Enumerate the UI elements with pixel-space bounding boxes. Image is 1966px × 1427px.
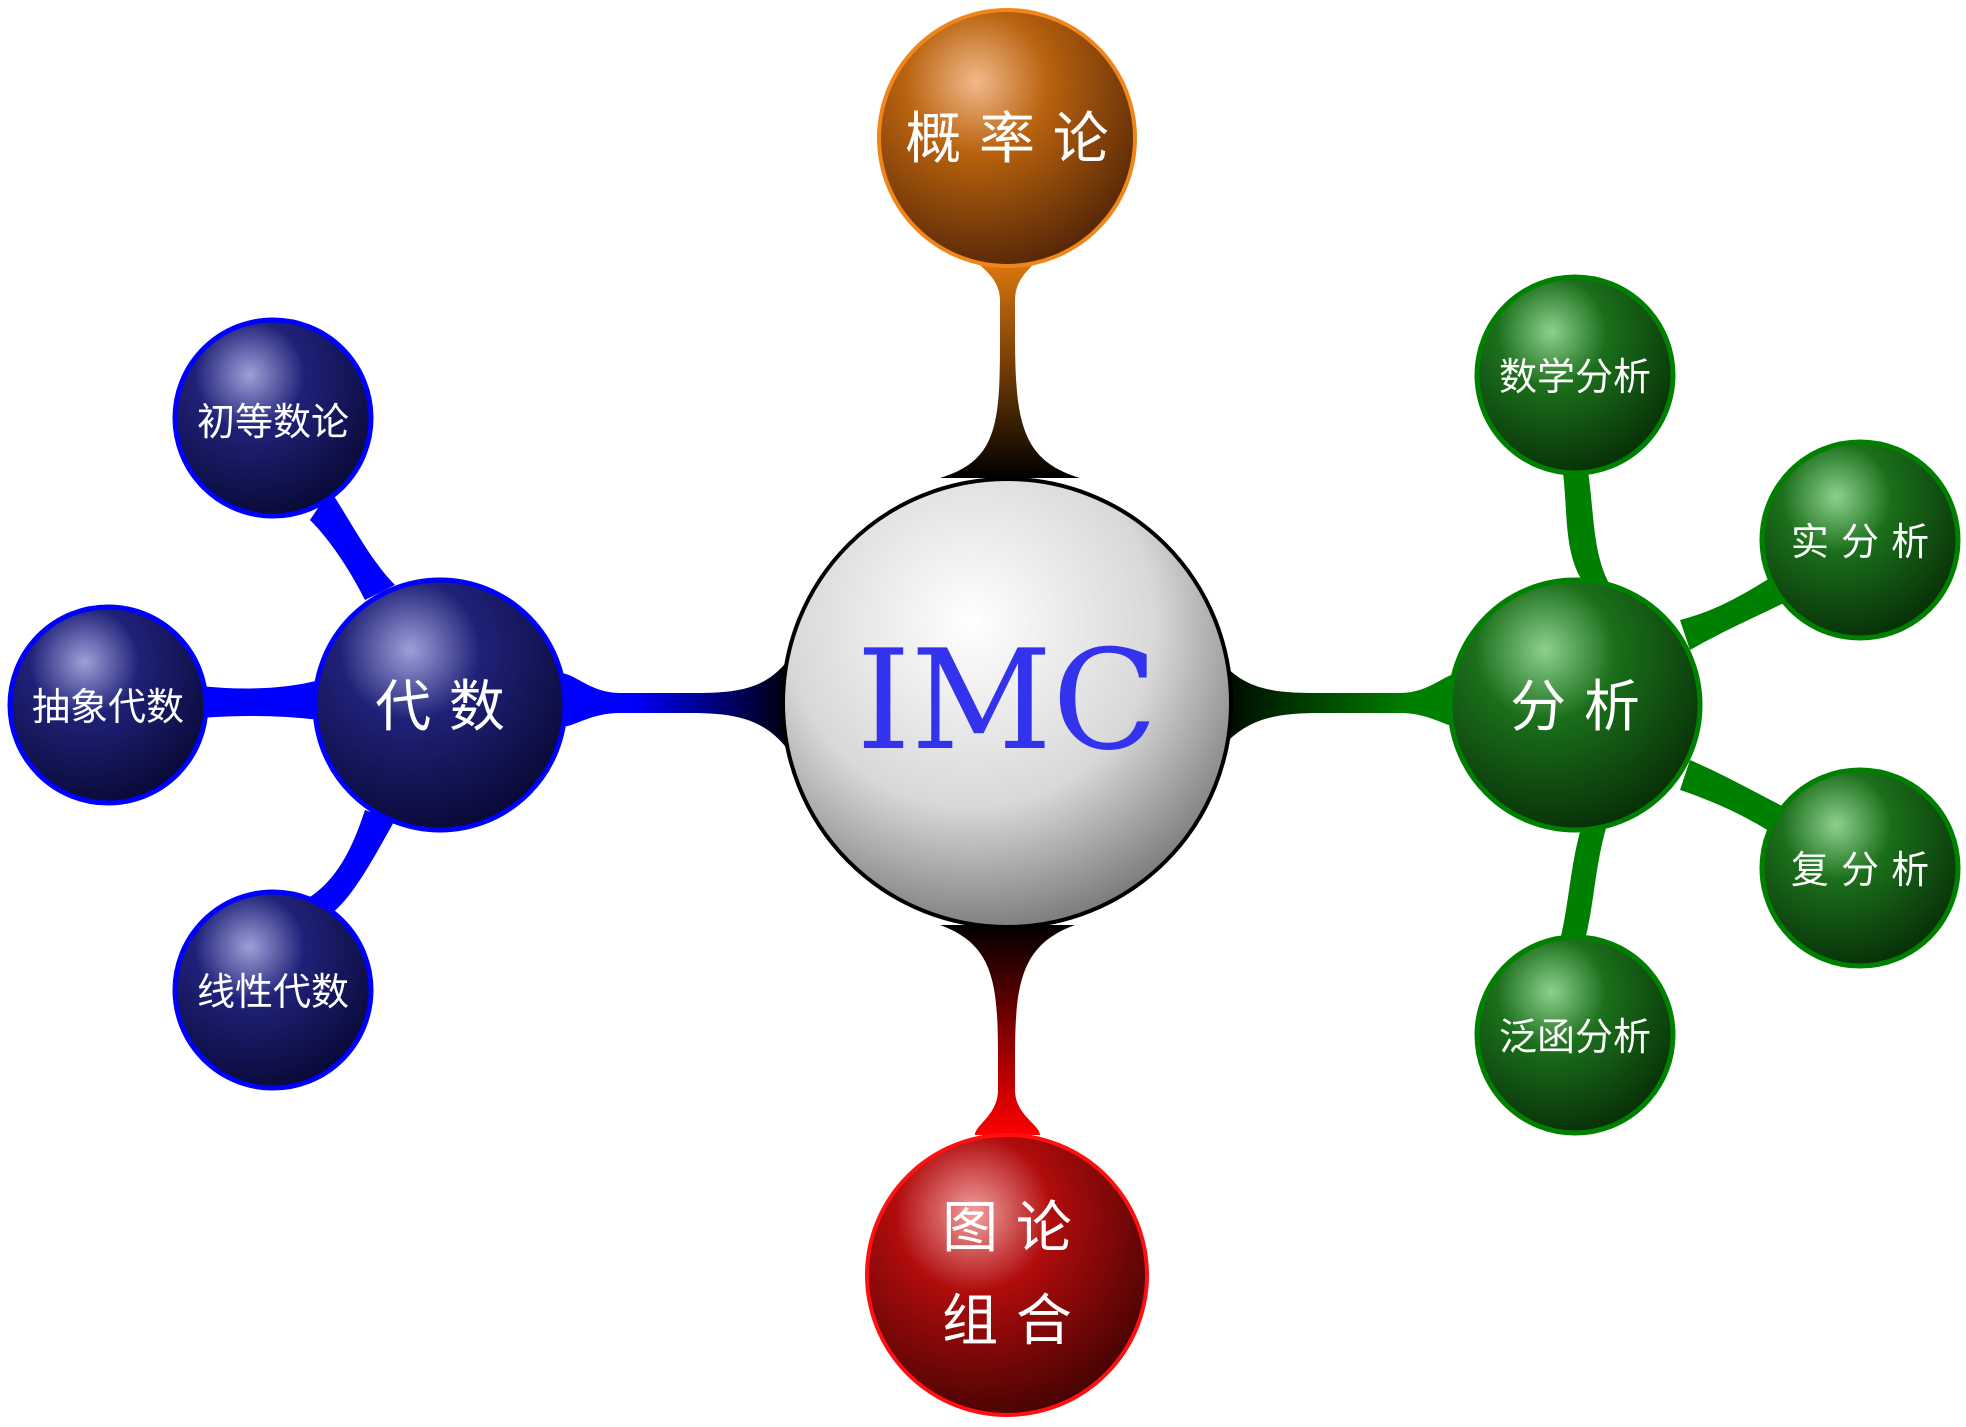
real-analysis-sphere (1759, 439, 1961, 641)
center-label: IMC (856, 620, 1157, 781)
probability-sphere (877, 8, 1137, 268)
real-analysis-label: 实 分 析 (1791, 520, 1929, 564)
analysis-sphere (1447, 577, 1703, 833)
combinatorics-label: 组 合 (942, 1289, 1072, 1354)
connector-math-analysis (1560, 455, 1610, 585)
connector-algebra (560, 650, 795, 760)
graph-sphere (865, 1133, 1149, 1417)
node-algebra[interactable]: 代 数 (312, 577, 568, 833)
node-functional-analysis[interactable]: 泛函分析 (1474, 934, 1676, 1136)
node-analysis[interactable]: 分 析 (1447, 577, 1703, 833)
node-real-analysis[interactable]: 实 分 析 (1759, 439, 1961, 641)
linear-algebra-sphere (172, 889, 374, 1091)
connector-abstract-algebra (200, 680, 320, 720)
math-analysis-sphere (1474, 274, 1676, 476)
connector-complex-analysis (1680, 760, 1790, 835)
abstract-algebra-label: 抽象代数 (32, 685, 184, 729)
node-graph-combinatorics[interactable]: 图 论 组 合 (865, 1133, 1149, 1417)
algebra-sphere (312, 577, 568, 833)
center-node[interactable]: IMC (781, 477, 1233, 929)
graph-label: 图 论 (942, 1196, 1072, 1261)
number-theory-label: 初等数论 (197, 400, 349, 444)
node-abstract-algebra[interactable]: 抽象代数 (7, 604, 209, 806)
complex-analysis-label: 复 分 析 (1791, 848, 1929, 892)
analysis-label: 分 析 (1510, 675, 1640, 740)
functional-analysis-label: 泛函分析 (1499, 1015, 1651, 1059)
center-sphere (781, 477, 1233, 929)
connectors (200, 258, 1790, 1135)
connector-linear-algebra (305, 810, 395, 915)
node-complex-analysis[interactable]: 复 分 析 (1759, 767, 1961, 969)
connector-graph (940, 925, 1075, 1135)
functional-analysis-sphere (1474, 934, 1676, 1136)
abstract-algebra-sphere (7, 604, 209, 806)
node-math-analysis[interactable]: 数学分析 (1474, 274, 1676, 476)
number-theory-sphere (172, 317, 374, 519)
probability-label: 概 率 论 (905, 107, 1109, 172)
linear-algebra-label: 线性代数 (197, 970, 349, 1014)
complex-analysis-sphere (1759, 767, 1961, 969)
node-linear-algebra[interactable]: 线性代数 (172, 889, 374, 1091)
connector-number-theory (310, 490, 395, 600)
node-probability[interactable]: 概 率 论 (877, 8, 1137, 268)
connector-probability (940, 258, 1080, 478)
math-analysis-label: 数学分析 (1499, 355, 1651, 399)
algebra-label: 代 数 (375, 675, 505, 740)
node-number-theory[interactable]: 初等数论 (172, 317, 374, 519)
connector-analysis (1212, 650, 1460, 760)
connector-functional-analysis (1560, 815, 1610, 940)
connector-real-analysis (1680, 575, 1790, 650)
